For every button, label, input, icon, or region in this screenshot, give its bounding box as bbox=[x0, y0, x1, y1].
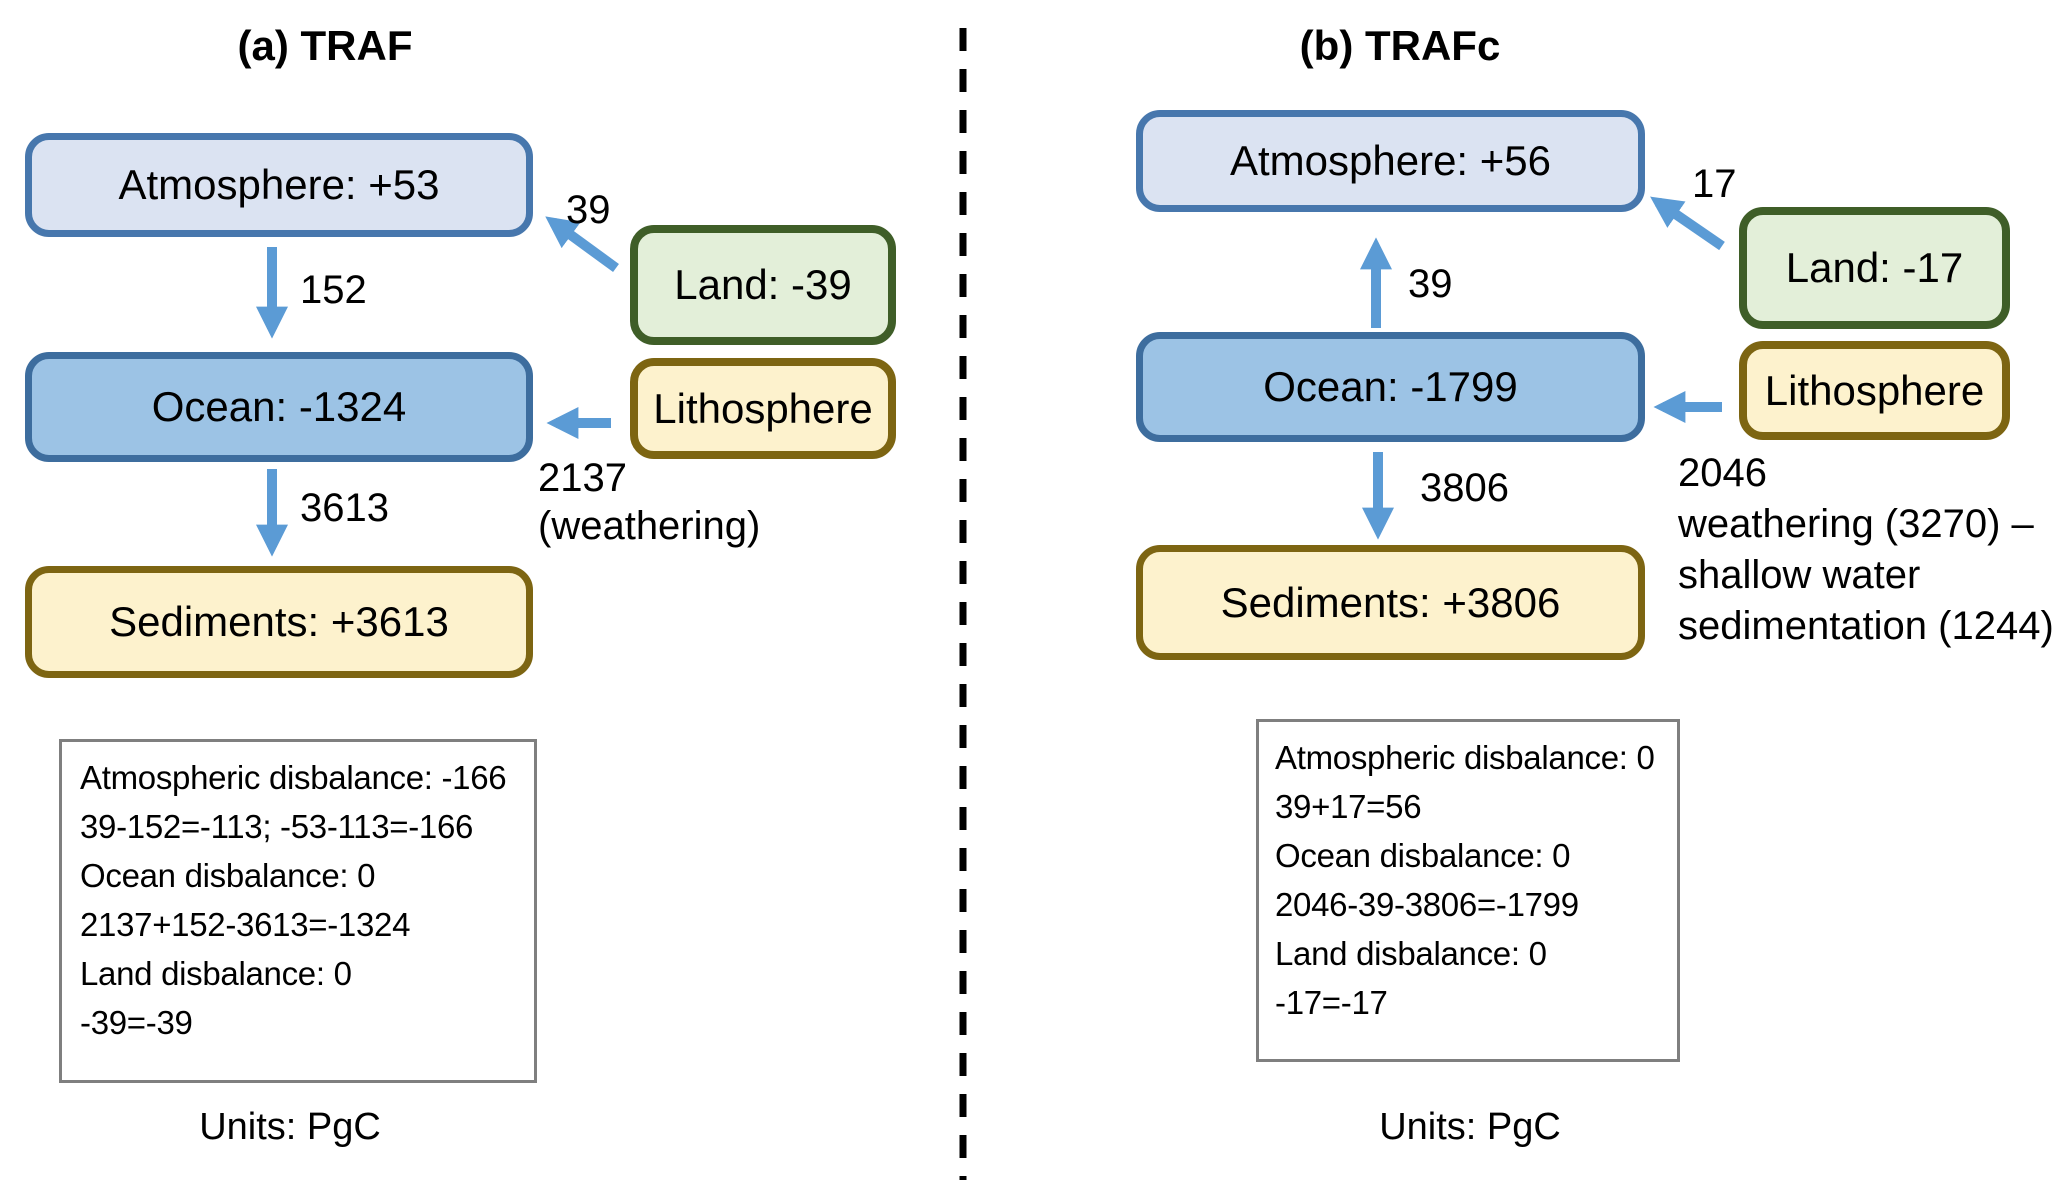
lithosphere-box-a: Lithosphere bbox=[630, 358, 896, 459]
balance-summary-box-b: Atmospheric disbalance: 0 39+17=56 Ocean… bbox=[1256, 719, 1680, 1062]
arrow-land-to-atmosphere-b bbox=[1650, 196, 1725, 251]
lithosphere-label-a: Lithosphere bbox=[653, 384, 873, 432]
land-box-b: Land: -17 bbox=[1739, 207, 2010, 329]
flow-value-ocean-to-atmosphere-b: 39 bbox=[1408, 262, 1453, 306]
balance-line: 39-152=-113; -53-113=-166 bbox=[80, 808, 474, 845]
balance-line: 2137+152-3613=-1324 bbox=[80, 906, 411, 943]
lithosphere-flow-caption-a: (weathering) bbox=[538, 504, 761, 548]
units-label-b: Units: PgC bbox=[1379, 1106, 1561, 1148]
balance-summary-box-a: Atmospheric disbalance: -166 39-152=-113… bbox=[59, 739, 537, 1083]
lithosphere-flow-caption-b-line1: weathering (3270) – bbox=[1678, 502, 2034, 546]
balance-line: Land disbalance: 0 bbox=[80, 955, 352, 992]
flow-value-ocean-to-sediments-b: 3806 bbox=[1420, 466, 1509, 510]
sediments-label-a: Sediments: +3613 bbox=[109, 598, 449, 645]
atmosphere-box-a: Atmosphere: +53 bbox=[25, 133, 533, 237]
flow-value-land-to-atmosphere-b: 17 bbox=[1692, 162, 1737, 206]
flow-value-ocean-to-sediments-a: 3613 bbox=[300, 486, 389, 530]
land-label-a: Land: -39 bbox=[674, 261, 852, 308]
lithosphere-label-b: Lithosphere bbox=[1764, 366, 1985, 414]
land-label-b: Land: -17 bbox=[1785, 244, 1964, 291]
lithosphere-flow-value-b: 2046 bbox=[1678, 451, 1767, 495]
balance-line: Ocean disbalance: 0 bbox=[1275, 837, 1571, 874]
balance-line: -39=-39 bbox=[80, 1004, 193, 1041]
sediments-box-a: Sediments: +3613 bbox=[25, 566, 533, 678]
balance-line: 39+17=56 bbox=[1275, 788, 1422, 825]
atmosphere-label-b: Atmosphere: +56 bbox=[1229, 137, 1552, 184]
ocean-box-b: Ocean: -1799 bbox=[1136, 332, 1645, 442]
balance-line: 2046-39-3806=-1799 bbox=[1275, 886, 1579, 923]
balance-line: Atmospheric disbalance: 0 bbox=[1275, 739, 1655, 776]
land-box-a: Land: -39 bbox=[630, 225, 896, 345]
balance-line: Atmospheric disbalance: -166 bbox=[80, 759, 507, 796]
units-label-a: Units: PgC bbox=[199, 1106, 381, 1148]
panel-b-title: (b) TRAFc bbox=[1299, 22, 1501, 69]
atmosphere-box-b: Atmosphere: +56 bbox=[1136, 110, 1645, 212]
ocean-label-a: Ocean: -1324 bbox=[151, 383, 407, 430]
lithosphere-flow-value-a: 2137 bbox=[538, 456, 627, 500]
ocean-box-a: Ocean: -1324 bbox=[25, 352, 533, 462]
panel-a-title: (a) TRAF bbox=[237, 22, 413, 69]
lithosphere-box-b: Lithosphere bbox=[1739, 341, 2010, 440]
lithosphere-flow-note-a: 2137 (weathering) bbox=[538, 454, 760, 550]
flow-value-atmosphere-to-ocean-a: 152 bbox=[300, 268, 367, 312]
balance-line: Ocean disbalance: 0 bbox=[80, 857, 376, 894]
lithosphere-flow-note-b: 2046 weathering (3270) – shallow water s… bbox=[1678, 448, 2054, 652]
balance-line: -17=-17 bbox=[1275, 984, 1388, 1021]
lithosphere-flow-caption-b-line3: sedimentation (1244) bbox=[1678, 604, 2054, 648]
sediments-label-b: Sediments: +3806 bbox=[1220, 578, 1561, 626]
ocean-label-b: Ocean: -1799 bbox=[1263, 363, 1518, 410]
lithosphere-flow-caption-b-line2: shallow water bbox=[1678, 553, 1921, 597]
atmosphere-label-a: Atmosphere: +53 bbox=[118, 161, 440, 208]
flow-value-land-to-atmosphere-a: 39 bbox=[566, 188, 611, 232]
balance-line: Land disbalance: 0 bbox=[1275, 935, 1547, 972]
sediments-box-b: Sediments: +3806 bbox=[1136, 545, 1645, 660]
